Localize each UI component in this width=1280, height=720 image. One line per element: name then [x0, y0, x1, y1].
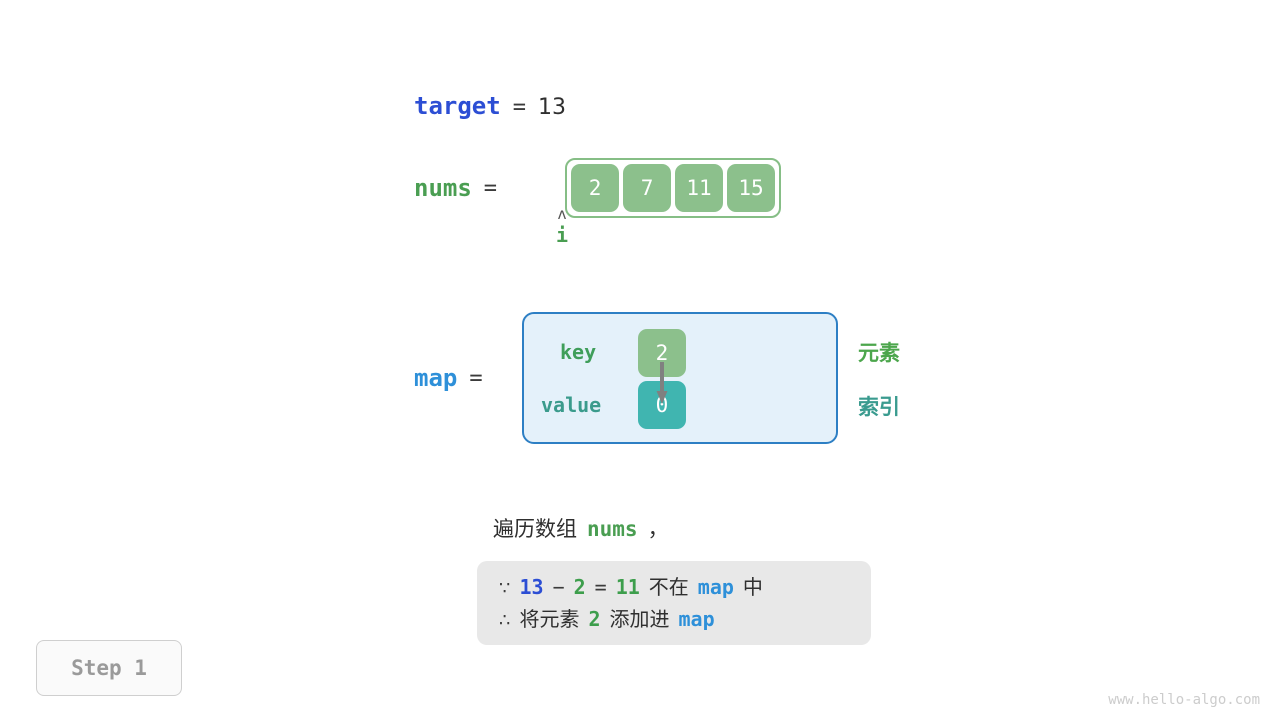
step-badge: Step 1: [36, 640, 182, 696]
key-to-value-arrow-icon: [656, 362, 668, 404]
map-value-label: value: [541, 393, 602, 417]
watermark: www.hello-algo.com: [1108, 692, 1260, 708]
formula-map-ref: map: [697, 575, 734, 599]
formula-line-1: ∵ 13 − 2 = 11 不在 map 中: [477, 571, 871, 603]
legend-element-label: 元素: [858, 341, 900, 365]
map-box: key value 2 0: [522, 312, 838, 444]
formula-box: ∵ 13 − 2 = 11 不在 map 中 ∴ 将元素 2 添加进 map: [477, 561, 871, 645]
map-row: map = key value 2 0: [414, 312, 838, 444]
formula-target-value: 13: [519, 575, 544, 599]
pointer-caret-icon: ʌ: [557, 205, 567, 223]
because-symbol: ∵: [499, 578, 511, 599]
pointer-label: i: [555, 223, 569, 247]
target-row: target = 13: [414, 92, 566, 120]
formula-equals-sign: =: [594, 575, 607, 599]
target-var-name: target: [414, 92, 501, 120]
nums-var-name: nums: [414, 174, 472, 202]
nums-equals-sign: =: [483, 175, 498, 201]
formula-add-into-text: 添加进: [609, 607, 670, 631]
target-value: 13: [537, 95, 566, 120]
formula-result-value: 11: [615, 575, 640, 599]
target-equals-sign: =: [512, 95, 526, 120]
therefore-symbol: ∴: [499, 610, 511, 631]
array-cell: 15: [727, 164, 776, 212]
nums-array-frame: 2 7 11 15: [565, 158, 782, 218]
nums-row: nums = 2 7 11 15: [414, 158, 782, 218]
formula-line-2: ∴ 将元素 2 添加进 map: [477, 603, 871, 635]
formula-map-ref: map: [678, 607, 715, 631]
array-cell: 2: [571, 164, 620, 212]
formula-tail-text: 中: [742, 575, 763, 599]
description-suffix: ，: [647, 517, 669, 541]
map-label-wrap: map =: [414, 312, 522, 444]
array-cell: 11: [675, 164, 724, 212]
description-var: nums: [587, 517, 638, 541]
legend-index-label: 索引: [858, 395, 900, 419]
formula-current-value: 2: [573, 575, 586, 599]
formula-added-value: 2: [588, 607, 601, 631]
map-equals-sign: =: [469, 365, 483, 391]
description-line: 遍历数组 nums ，: [493, 513, 669, 543]
index-pointer: ʌ i: [540, 206, 584, 248]
map-legend: 元素 索引: [858, 337, 900, 421]
description-prefix: 遍历数组: [493, 517, 577, 541]
map-var-name: map: [414, 364, 458, 392]
formula-minus-sign: −: [552, 575, 565, 599]
array-cell: 7: [623, 164, 672, 212]
map-key-label: key: [560, 340, 597, 364]
formula-not-in-text: 不在: [648, 575, 689, 599]
formula-add-element-text: 将元素: [519, 607, 580, 631]
